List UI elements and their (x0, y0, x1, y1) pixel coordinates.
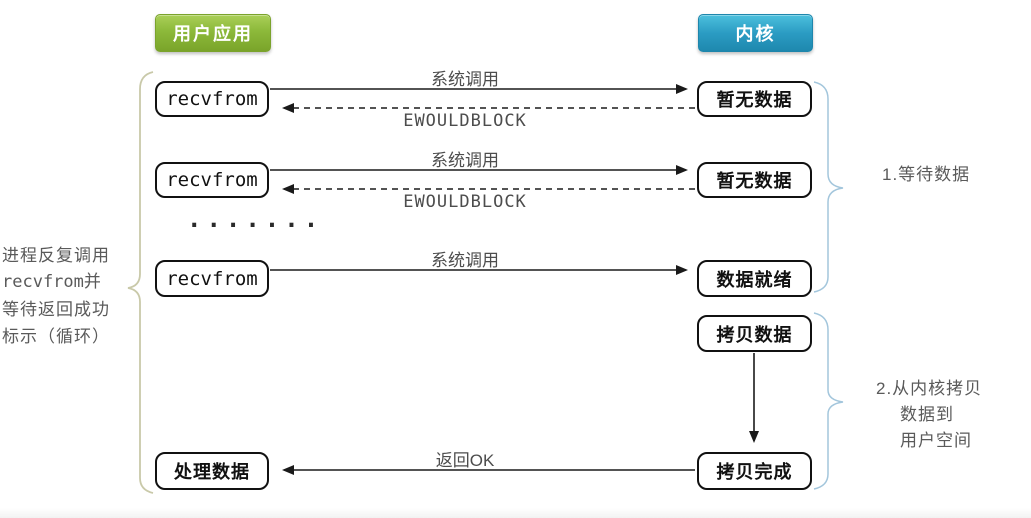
kernel-header: 内核 (698, 14, 813, 52)
left-loop-note: 进程反复调用 recvfrom并 等待返回成功 标示（循环） (2, 242, 134, 350)
right-brace-wait (813, 81, 844, 293)
node-recvfrom-2: recvfrom (155, 162, 269, 198)
kernel-header-label: 内核 (735, 24, 776, 44)
label-ewouldblock-1: EWOULDBLOCK (403, 111, 527, 131)
node-process-data: 处理数据 (155, 452, 269, 490)
user-application-header: 用户应用 (155, 14, 271, 52)
label-syscall-1: 系统调用 (431, 70, 499, 89)
left-loop-note-line1: 进程反复调用 (2, 246, 110, 265)
label-syscall-2: 系统调用 (431, 151, 499, 170)
node-no-data-2: 暂无数据 (697, 162, 812, 198)
bottom-edge-shadow (0, 508, 1031, 518)
left-loop-note-line2: recvfrom并 (2, 272, 101, 292)
left-loop-note-line4: 标示（循环） (2, 327, 110, 346)
user-application-header-label: 用户应用 (173, 24, 253, 44)
node-copy-done: 拷贝完成 (697, 452, 812, 490)
right-note-copy-line1: 2.从内核拷贝 (876, 379, 983, 398)
repeat-dots: ······· (187, 211, 324, 239)
left-loop-note-line3: 等待返回成功 (2, 300, 110, 319)
node-data-ready: 数据就绪 (697, 260, 812, 297)
label-ewouldblock-2: EWOULDBLOCK (403, 192, 527, 212)
right-note-copy-line2: 数据到 (900, 405, 954, 424)
right-brace-copy (813, 312, 844, 490)
label-return-ok: 返回OK (435, 451, 495, 470)
right-note-wait-data: 1.等待数据 (882, 165, 971, 184)
right-note-copy-line3: 用户空间 (900, 431, 972, 450)
node-recvfrom-1: recvfrom (155, 81, 269, 117)
node-recvfrom-3: recvfrom (155, 260, 269, 297)
right-note-copy: 2.从内核拷贝 数据到 用户空间 (876, 376, 982, 454)
node-copy-data: 拷贝数据 (697, 315, 812, 352)
label-syscall-3: 系统调用 (431, 251, 499, 270)
node-no-data-1: 暂无数据 (697, 81, 812, 117)
